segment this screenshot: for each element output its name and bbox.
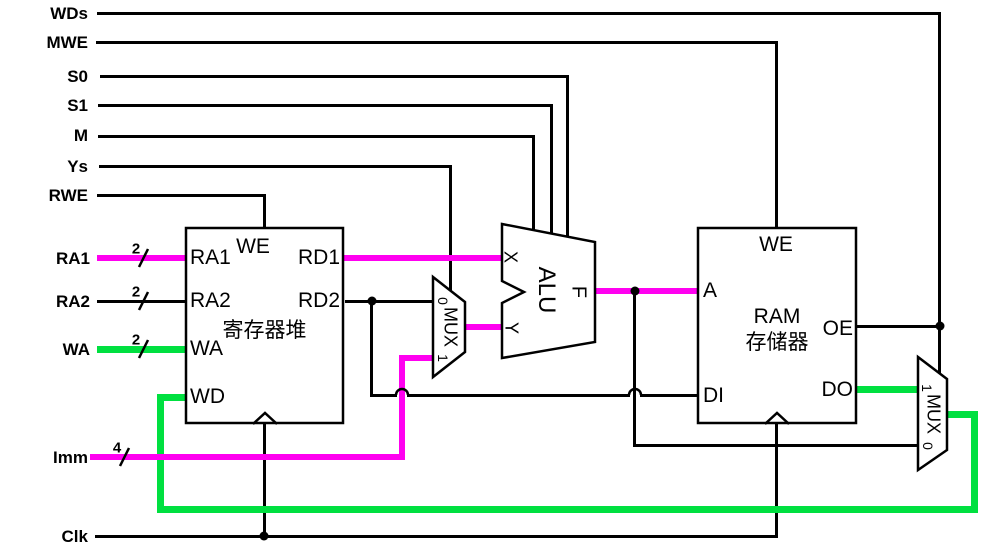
operand-mux-input0: 0 (435, 297, 451, 305)
signal-label-mwe: MWE (46, 33, 88, 52)
wire-wd-green (157, 394, 186, 401)
wire-m-v (532, 135, 535, 232)
wire-s0-v (566, 75, 569, 240)
wire-mux-to-y (464, 324, 504, 330)
regfile-port-wd: WD (190, 385, 225, 408)
writeback-mux-input1: 1 (919, 384, 935, 392)
signal-label-rwe: RWE (48, 186, 88, 205)
regfile-port-rd2: RD2 (297, 289, 340, 312)
wire-writeback-left-v (157, 394, 164, 513)
operand-mux-input1: 1 (435, 354, 451, 362)
wire-clk-h (95, 535, 778, 538)
wire-writeback-bottom (157, 506, 978, 513)
signal-label-m: M (73, 126, 88, 145)
ram-title-line1: RAM (753, 305, 801, 328)
signal-label-ra2: RA2 (55, 292, 90, 311)
signal-label-ys: Ys (67, 157, 88, 176)
wire-imm-to-mux1 (399, 355, 435, 361)
bus-width-ra2: 2 (131, 283, 141, 301)
signal-label-s1: S1 (67, 96, 88, 115)
bus-width-ra1: 2 (131, 240, 141, 258)
ram-port-oe: OE (822, 317, 853, 340)
alu-port-x: X (500, 250, 521, 264)
wire-s1-h (98, 104, 553, 107)
wire-rd2-to-mux0 (345, 300, 435, 303)
wire-rd1-to-x (344, 255, 503, 261)
ram-port-di: DI (703, 384, 724, 407)
wire-wds-h (97, 12, 941, 15)
wire-di-seg2 (407, 394, 630, 397)
regfile-port-wa: WA (190, 337, 224, 360)
wire-regfile-clk-v (263, 423, 266, 537)
wire-oe-h (857, 325, 941, 328)
signal-label-clk: Clk (61, 527, 88, 546)
wire-s1-v (550, 104, 553, 236)
wire-m-h (98, 135, 535, 138)
wire-rwe-v (263, 194, 266, 229)
signal-label-wds: WDs (50, 4, 88, 23)
bus-width-wa: 2 (131, 331, 141, 349)
wire-imm-h (90, 454, 405, 460)
wire-wds-v (938, 12, 941, 373)
ram-port-do: DO (821, 378, 854, 401)
wire-s0-h (100, 75, 569, 78)
wire-mwe-v (775, 41, 778, 229)
signal-label-ra1: RA1 (55, 249, 90, 268)
signal-label-imm: Imm (53, 448, 88, 467)
wire-rwe-h (97, 194, 266, 197)
operand-mux-label: MUX (440, 307, 461, 347)
regfile-port-ra2: RA2 (190, 289, 231, 312)
bus-width-imm: 4 (112, 439, 122, 457)
wire-mwe-h (96, 41, 778, 44)
wire-rd2-branch-v (370, 300, 373, 396)
regfile-port-rd1: RD1 (297, 246, 340, 269)
ram-title-line2: 存储器 (745, 331, 809, 354)
regfile-port-we: WE (236, 235, 270, 258)
wire-ys-v (449, 165, 452, 292)
signal-label-wa: WA (62, 340, 90, 359)
alu-port-f: F (567, 285, 590, 299)
wire-alu-result-branch-v (633, 290, 636, 446)
wire-f-to-a (595, 288, 699, 294)
wire-wbmux-out-h (947, 411, 978, 418)
ram-port-a: A (703, 279, 718, 302)
signal-label-s0: S0 (67, 67, 88, 86)
wire-imm-v (399, 355, 405, 458)
wire-ys-h (99, 165, 452, 168)
regfile-port-ra1: RA1 (190, 246, 231, 269)
writeback-mux-input0: 0 (920, 442, 936, 450)
wire-do-green (857, 386, 919, 393)
alu-port-y: Y (501, 321, 522, 335)
wire-di-seg3 (640, 394, 699, 397)
writeback-mux-label: MUX (923, 394, 944, 434)
wire-ram-clk-v (775, 423, 778, 537)
wire-wbmux-out-v (971, 411, 978, 513)
wire-di-seg1 (370, 394, 397, 397)
regfile-title: 寄存器堆 (222, 319, 307, 342)
alu-label: ALU (533, 266, 560, 314)
ram-port-we: WE (759, 233, 793, 256)
